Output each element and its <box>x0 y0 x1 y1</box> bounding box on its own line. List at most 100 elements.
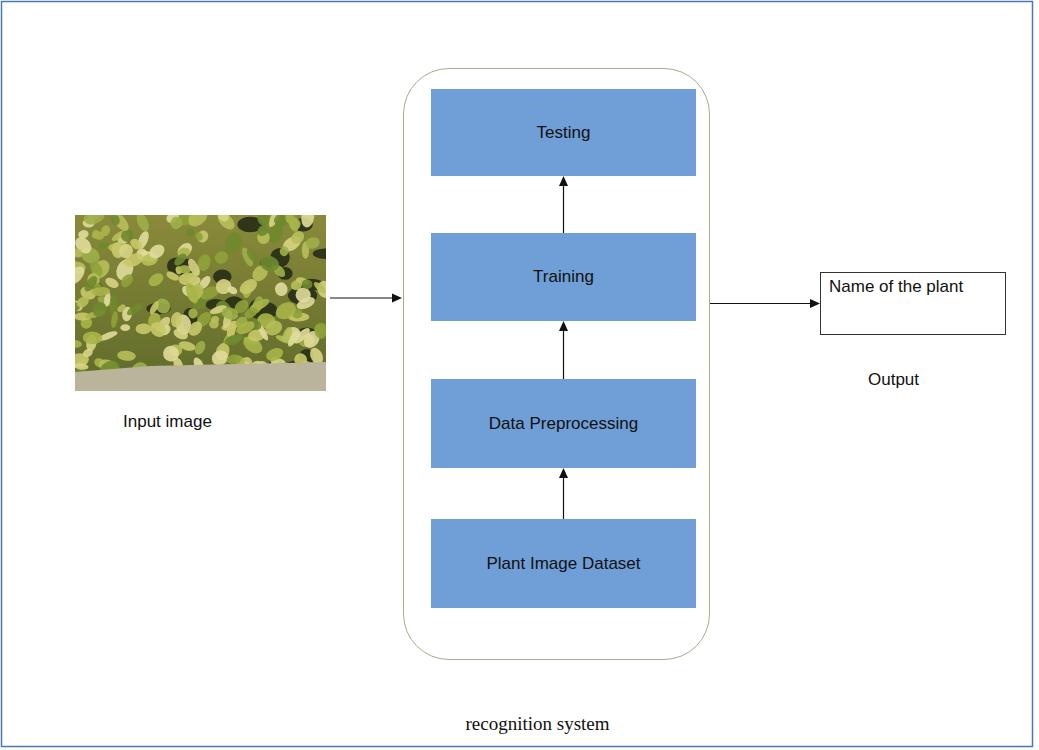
leaf <box>301 279 313 290</box>
leaf <box>242 305 259 321</box>
process-box: Testing <box>431 89 696 176</box>
leaf <box>165 270 180 283</box>
leaf <box>109 215 121 226</box>
leaf <box>279 245 290 256</box>
process-box: Training <box>431 233 696 321</box>
box-label: Training <box>533 267 594 287</box>
arrow-line <box>563 477 564 519</box>
leaf <box>273 299 299 323</box>
leaf <box>300 215 316 229</box>
flow-arrow <box>559 176 568 233</box>
leaf <box>172 327 189 341</box>
leaf <box>91 287 110 297</box>
leaf <box>77 229 90 240</box>
figure-caption: recognition system <box>384 713 691 735</box>
leaf <box>170 311 184 328</box>
leaf <box>168 215 185 231</box>
arrow-head <box>559 468 568 478</box>
leaf <box>75 294 91 310</box>
box-label: Plant Image Dataset <box>486 554 640 574</box>
leaf <box>183 281 200 305</box>
output-text: Name of the plant <box>829 277 963 296</box>
arrow-line <box>563 330 564 379</box>
leaf <box>186 319 205 339</box>
leaf <box>264 346 285 364</box>
process-box: Plant Image Dataset <box>431 519 696 608</box>
leaf <box>185 215 211 230</box>
leaf <box>162 344 181 363</box>
leaf <box>81 215 107 228</box>
leaf <box>147 242 168 262</box>
leaf <box>116 241 135 261</box>
path-strip <box>75 362 326 391</box>
leaf <box>255 223 271 238</box>
leaf <box>134 215 151 233</box>
box-label: Testing <box>537 123 591 143</box>
leaf <box>194 231 204 242</box>
leaf <box>75 340 82 349</box>
leaf <box>226 285 239 296</box>
leaf <box>304 236 321 251</box>
leaf <box>195 229 211 245</box>
leaf <box>312 323 326 341</box>
leaf <box>292 326 312 346</box>
output-label: Output <box>868 370 919 390</box>
arrow-head <box>559 321 568 331</box>
leaf <box>146 271 166 289</box>
leaf <box>119 272 136 290</box>
leaf <box>188 308 198 318</box>
leaf <box>148 319 170 340</box>
leaf <box>226 354 242 365</box>
leaf <box>148 300 161 316</box>
input-arrow <box>330 294 402 303</box>
leaf <box>186 257 203 278</box>
leaf <box>223 333 243 348</box>
flow-arrow <box>710 299 820 308</box>
leaf <box>220 305 239 321</box>
leaf <box>222 230 244 255</box>
leaf <box>172 251 188 267</box>
leaf <box>82 331 102 345</box>
leaf <box>81 347 94 359</box>
process-box: Data Preprocessing <box>431 379 696 468</box>
arrow-head <box>559 176 568 186</box>
image-label: Input image <box>123 412 212 432</box>
leaf <box>258 253 281 274</box>
leaf <box>178 340 197 353</box>
leaf <box>185 228 194 238</box>
leaf <box>110 311 119 329</box>
leaf <box>289 218 301 231</box>
leaf <box>234 319 256 337</box>
leaf <box>215 215 231 224</box>
box-label: Data Preprocessing <box>489 414 638 434</box>
plant-photo <box>75 215 326 391</box>
photo-ground <box>75 215 326 391</box>
leaf <box>289 229 307 247</box>
leaf <box>120 324 130 331</box>
leaf <box>75 247 84 260</box>
leaf <box>92 230 106 242</box>
system-container: TestingTrainingData PreprocessingPlant I… <box>403 68 710 660</box>
output-box: Name of the plant <box>820 272 1006 335</box>
leaf <box>210 315 220 325</box>
leaf <box>117 350 136 362</box>
leaf <box>245 247 261 264</box>
arrow-head <box>810 299 820 308</box>
leaf <box>109 215 131 234</box>
leaf <box>312 280 326 295</box>
leaf <box>125 301 145 318</box>
leaf <box>213 249 231 266</box>
leaf <box>97 241 110 250</box>
flow-arrow <box>559 321 568 379</box>
arrow-line <box>330 297 393 298</box>
leaf <box>193 339 208 356</box>
leaf <box>82 274 100 294</box>
arrow-head <box>392 294 402 303</box>
leaf <box>75 362 89 370</box>
arrow-line <box>563 185 564 233</box>
flow-arrow <box>559 468 568 519</box>
leaf <box>90 299 109 319</box>
arrow-line <box>710 303 811 304</box>
leaf <box>274 281 289 297</box>
